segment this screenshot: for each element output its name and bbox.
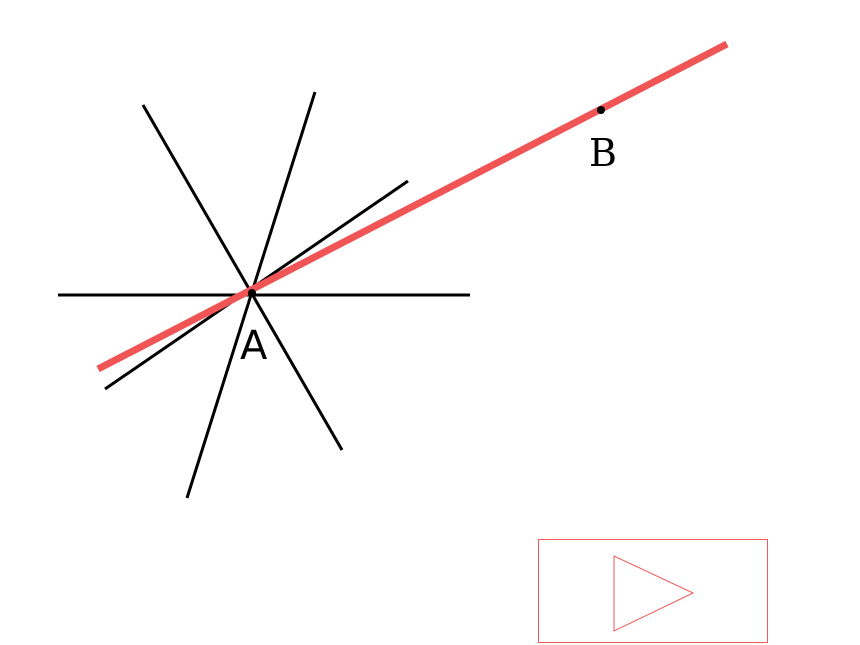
highlight-line[interactable]	[96, 40, 729, 373]
line-steep-left	[141, 104, 344, 451]
play-button[interactable]	[538, 539, 768, 643]
point-a-label: A	[240, 323, 268, 369]
play-icon	[613, 555, 695, 632]
point-a[interactable]	[248, 289, 256, 297]
point-b[interactable]	[597, 106, 605, 114]
point-b-label: B	[589, 131, 617, 175]
